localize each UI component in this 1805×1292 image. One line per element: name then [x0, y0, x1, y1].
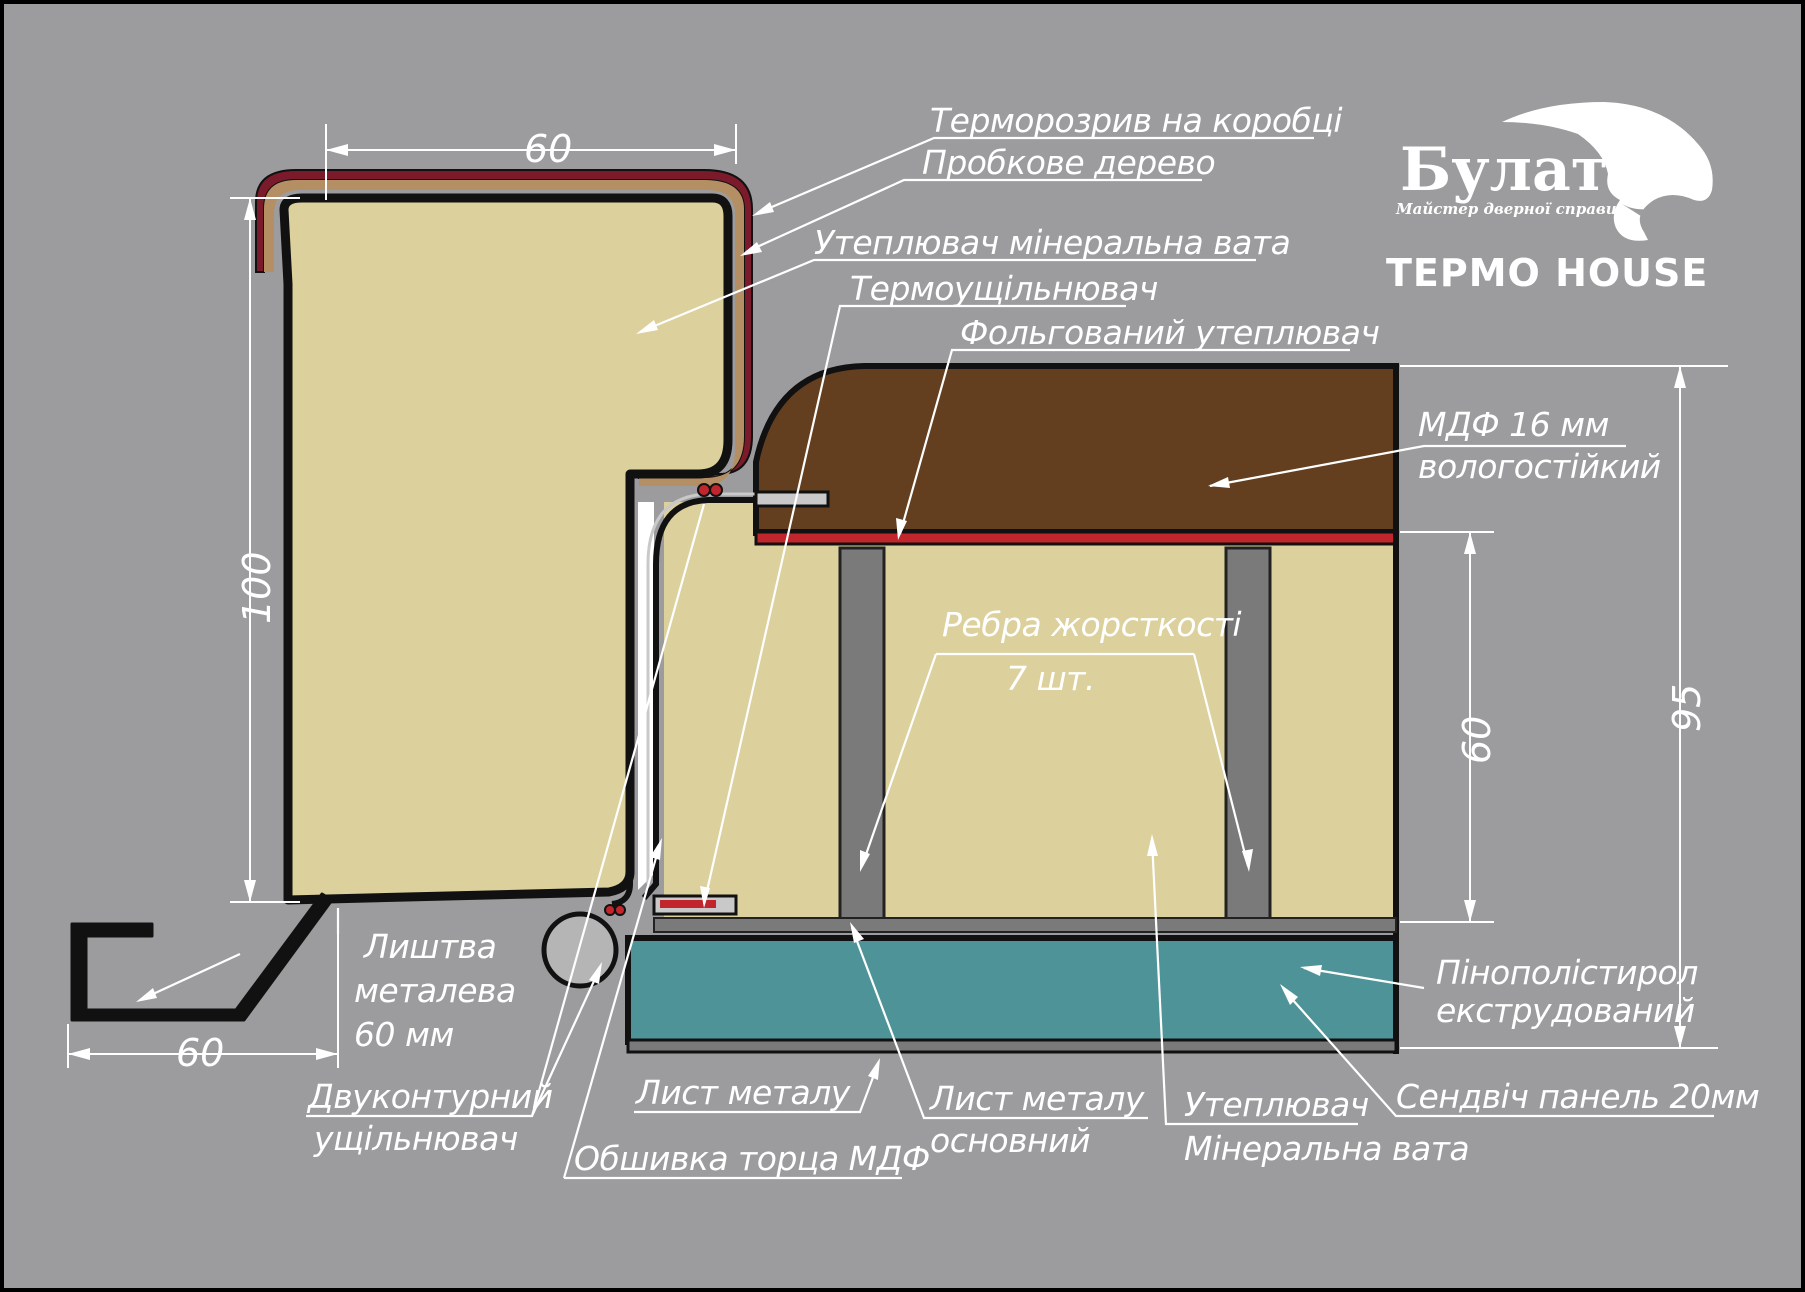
leaf-mineral-wool	[664, 542, 1394, 922]
label-ribs-2: 7 шт.	[1006, 659, 1095, 698]
mdf-edge-profile	[641, 497, 828, 900]
foil-strip	[754, 530, 1398, 546]
label-xps-2: екструдований	[1436, 991, 1695, 1030]
thermal-seal-bar	[754, 490, 830, 508]
frame-gap	[638, 502, 654, 890]
frame-steel-return	[611, 474, 633, 907]
leader-lines	[136, 136, 1714, 1180]
brand-logo: Булат Майстер дверної справи TEPMO HOUSE	[1386, 102, 1713, 295]
dimension-lines: 60 100 60 60 95	[67, 124, 1728, 1075]
label-trim-1: Лиштва	[363, 927, 496, 966]
product-name: TEPMO HOUSE	[1386, 251, 1708, 295]
label-xps-1: Пінополістирол	[1436, 953, 1698, 992]
diagram-canvas: Булат Майстер дверної справи TEPMO HOUSE…	[4, 4, 1801, 1288]
dim-frame-width: 60	[524, 127, 572, 171]
trim-profile	[70, 892, 334, 1022]
label-mineral-wool: Утеплювач мінеральна вата	[814, 223, 1290, 262]
dim-trim-width: 60	[176, 1031, 224, 1075]
door-leaf	[541, 363, 1399, 1054]
label-double-seal-1: Двуконтурний	[306, 1077, 553, 1116]
bottom-seal-red	[660, 900, 716, 908]
label-main-metal-2: основний	[930, 1121, 1090, 1160]
label-ribs-1: Ребра жорсткості	[942, 605, 1241, 644]
label-sandwich-panel: Сендвіч панель 20мм	[1396, 1077, 1759, 1116]
seal-dot	[614, 904, 626, 916]
dim-leaf-total: 95	[1665, 684, 1709, 732]
seal-dot	[697, 483, 711, 497]
panther-fang-icon	[1622, 204, 1680, 222]
label-main-metal-1: Лист металу	[929, 1079, 1145, 1118]
xps-foam	[625, 935, 1399, 1045]
panther-icon	[1502, 102, 1713, 241]
metal-trim	[70, 892, 334, 1022]
metal-sheet-bottom	[626, 1038, 1398, 1054]
seal-dot	[604, 904, 616, 916]
seal-dot	[709, 483, 723, 497]
label-insulation2-1: Утеплювач	[1184, 1085, 1369, 1124]
label-metal-sheet: Лист металу	[635, 1073, 851, 1112]
label-trim-3: 60 мм	[354, 1015, 454, 1054]
door-cross-section: Булат Майстер дверної справи TEPMO HOUSE…	[67, 101, 1760, 1180]
door-frame	[255, 169, 753, 907]
mdf-panel	[753, 363, 1399, 536]
label-mdf-2: вологостійкий	[1418, 447, 1661, 486]
label-thermal-break: Терморозрив на коробці	[930, 101, 1342, 140]
labels: Терморозрив на коробці Пробкове дерево У…	[306, 101, 1760, 1178]
label-trim-2: металева	[354, 971, 516, 1010]
label-mdf-edge-cover: Обшивка торца МДФ	[574, 1139, 930, 1178]
label-thermal-seal: Термоущільнювач	[850, 269, 1158, 308]
label-double-seal-2: ущільнювач	[313, 1119, 518, 1158]
brand-tagline: Майстер дверної справи	[1395, 200, 1617, 218]
frame-mineral-wool	[279, 193, 733, 905]
dim-frame-height: 100	[235, 551, 279, 624]
dim-leaf-inner: 60	[1455, 716, 1499, 764]
brand-name: Булат	[1400, 135, 1608, 205]
main-metal-sheet	[653, 917, 1397, 933]
label-insulation2-2: Мінеральна вата	[1184, 1129, 1469, 1168]
label-mdf-1: МДФ 16 мм	[1418, 405, 1609, 444]
label-cork: Пробкове дерево	[922, 143, 1215, 182]
double-contour-seal	[541, 911, 619, 989]
label-foil-insulation: Фольгований утеплювач	[960, 313, 1379, 352]
